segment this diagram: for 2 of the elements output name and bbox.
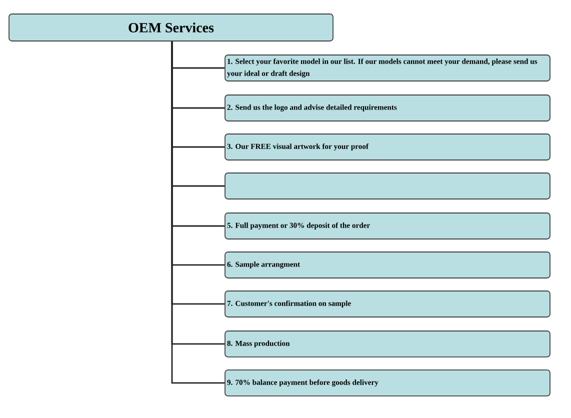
step-box: [224, 172, 550, 200]
title-box: OEM Services: [8, 14, 334, 42]
